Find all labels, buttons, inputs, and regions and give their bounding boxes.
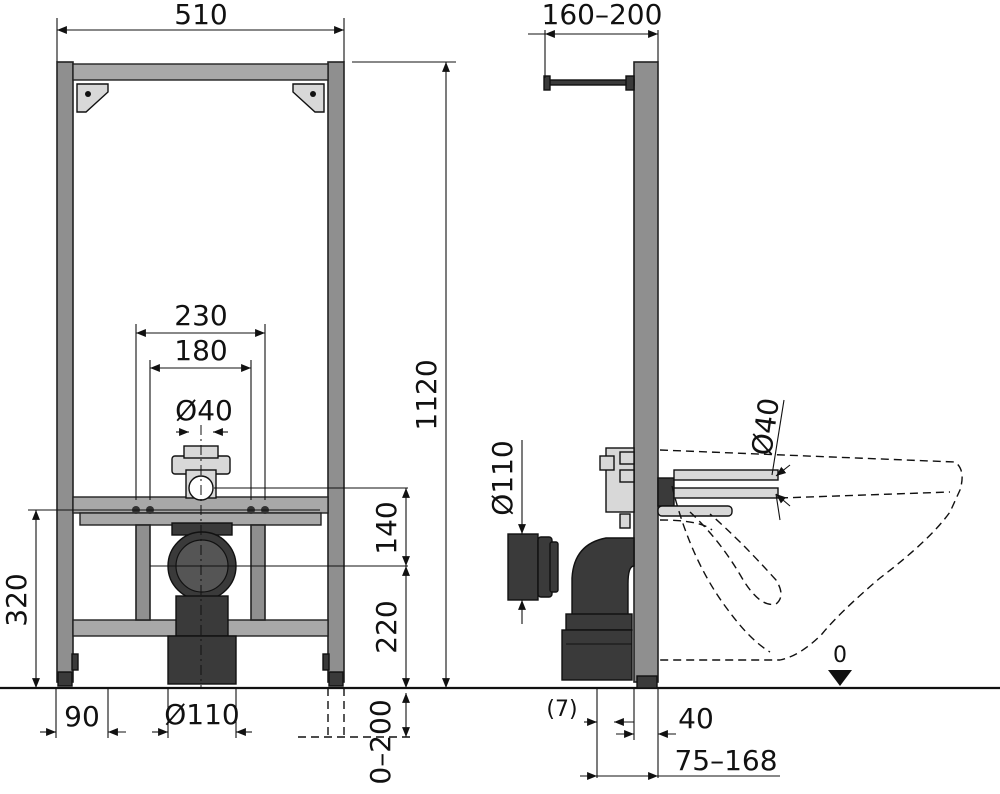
dim-frame-width: 510 bbox=[174, 0, 227, 31]
dim-depth-range: 75–168 bbox=[674, 744, 777, 777]
dim-height-320: 320 bbox=[0, 573, 33, 626]
dim-side-inlet-diameter: Ø40 bbox=[745, 396, 786, 458]
dim-inlet-diameter: Ø40 bbox=[175, 394, 233, 427]
dim-gap: (7) bbox=[546, 697, 577, 722]
floor-level-label: 0 bbox=[833, 643, 847, 668]
floor-level-marker bbox=[828, 670, 852, 686]
dim-outlet-diameter-left: Ø110 bbox=[164, 698, 239, 731]
coupling-part bbox=[507, 533, 559, 601]
dim-height-140: 140 bbox=[370, 501, 403, 554]
outlet-elbow-side bbox=[561, 537, 635, 681]
front-frame bbox=[56, 61, 345, 687]
dim-bracket-offset: 160–200 bbox=[542, 0, 663, 31]
dim-outlet-diameter-right: Ø110 bbox=[486, 440, 519, 515]
dim-frame-height: 1120 bbox=[410, 359, 443, 430]
dim-depth-40: 40 bbox=[678, 702, 714, 735]
side-frame bbox=[543, 61, 659, 689]
outlet-elbow-front bbox=[167, 522, 237, 685]
toilet-outline bbox=[659, 449, 963, 661]
inlet-fitting-side bbox=[599, 447, 779, 529]
dim-spacing-inner: 180 bbox=[174, 334, 227, 367]
dim-foot-width: 90 bbox=[64, 700, 100, 733]
dim-spacing-outer: 230 bbox=[174, 299, 227, 332]
dim-foot-adjust: 0–200 bbox=[364, 699, 397, 784]
dim-height-220: 220 bbox=[370, 600, 403, 653]
